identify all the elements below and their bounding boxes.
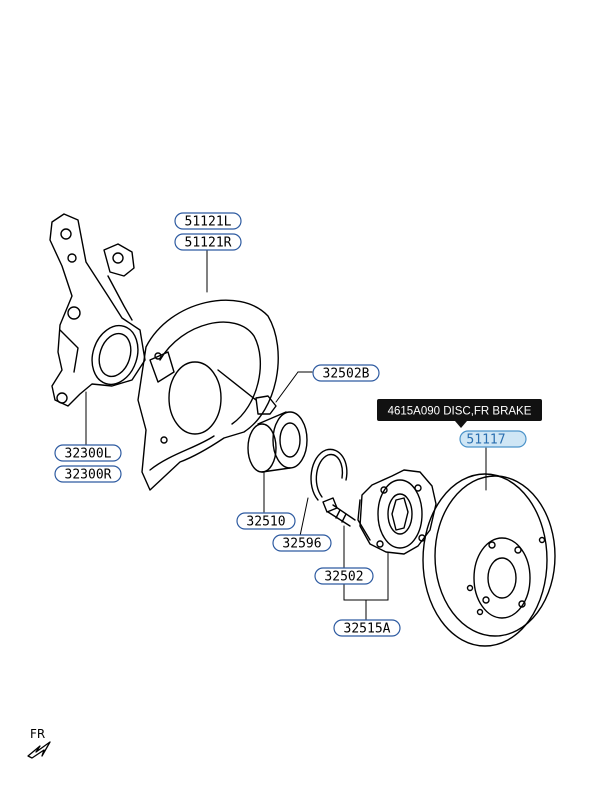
direction-label: FR (30, 727, 45, 741)
callout-32502-label: 32502 (324, 570, 363, 585)
callout-51117[interactable]: 51117 (459, 430, 527, 448)
callout-32300l[interactable]: 32300L (54, 444, 122, 462)
callout-32596[interactable]: 32596 (272, 534, 332, 552)
brake-disc[interactable] (422, 473, 556, 647)
callout-51121l[interactable]: 51121L (174, 212, 242, 230)
snap-ring[interactable] (310, 448, 348, 501)
callout-51121l-label: 51121L (185, 215, 232, 230)
callout-32502b-label: 32502B (323, 367, 370, 382)
callout-32300r[interactable]: 32300R (54, 465, 122, 483)
callout-51117-label: 51117 (466, 433, 505, 448)
steering-knuckle[interactable] (49, 213, 146, 407)
callout-32502b[interactable]: 32502B (312, 364, 380, 382)
callout-32515a[interactable]: 32515A (333, 619, 401, 637)
callout-32300r-label: 32300R (65, 468, 112, 483)
callout-51121r[interactable]: 51121R (174, 233, 242, 251)
wheel-bearing[interactable] (247, 411, 308, 473)
leader-lines (85, 249, 487, 621)
dust-cover[interactable] (137, 299, 279, 491)
direction-indicator: FR (27, 727, 51, 759)
front-hub[interactable] (357, 469, 437, 555)
dust-cover-bolt[interactable] (217, 369, 277, 415)
callout-51121r-label: 51121R (185, 236, 232, 251)
part-tooltip: 4615A090 DISC,FR BRAKE (377, 399, 542, 428)
tooltip-text: 4615A090 DISC,FR BRAKE (388, 406, 532, 418)
callout-32502[interactable]: 32502 (314, 567, 374, 585)
callout-32596-label: 32596 (282, 537, 321, 552)
callout-32515a-label: 32515A (344, 622, 391, 637)
direction-arrow-icon (27, 741, 51, 759)
hub-bolt[interactable] (322, 497, 356, 527)
callout-32510-label: 32510 (246, 515, 285, 530)
callout-32510[interactable]: 32510 (236, 512, 296, 530)
callout-32300l-label: 32300L (65, 447, 112, 462)
